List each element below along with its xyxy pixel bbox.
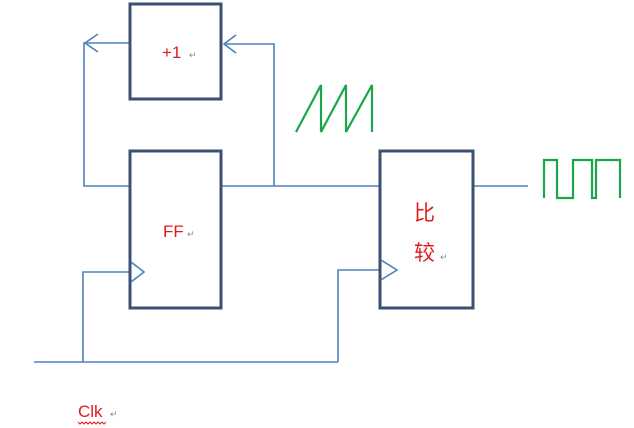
comparator-label-line2: 较 xyxy=(414,242,435,265)
clock-to-ff-wire xyxy=(82,271,130,362)
flipflop-clock-triangle-icon xyxy=(130,261,146,283)
comparator-clock-triangle-icon xyxy=(380,259,399,281)
flipflop-label: FF xyxy=(163,222,184,241)
increment-to-ff-wire xyxy=(83,42,130,187)
wires xyxy=(34,33,528,363)
paragraph-mark-icon: ↵ xyxy=(189,51,197,61)
square-waveform-icon xyxy=(542,158,622,200)
clock-label: Clk xyxy=(78,402,103,421)
flipflop-block: FF ↵ xyxy=(128,149,223,310)
ff-to-increment-wire xyxy=(224,43,275,186)
spellcheck-underline xyxy=(77,421,107,425)
paragraph-mark-icon: ↵ xyxy=(187,230,195,240)
feedback-arrowhead xyxy=(83,33,99,53)
clock-label-group: Clk ↵ xyxy=(77,402,118,425)
clock-to-comparator-wire xyxy=(337,269,380,362)
comparator-label-line1: 比 xyxy=(414,202,435,225)
increment-label: +1 xyxy=(162,43,181,62)
comparator-block: 比 较 ↵ xyxy=(378,149,475,310)
paragraph-mark-icon: ↵ xyxy=(110,410,118,420)
flipflop-box xyxy=(128,149,223,310)
increment-input-arrowhead xyxy=(222,34,237,54)
increment-box xyxy=(128,2,223,101)
paragraph-mark-icon: ↵ xyxy=(440,253,448,263)
increment-block: +1 ↵ xyxy=(128,2,223,101)
sawtooth-waveform-icon xyxy=(295,84,374,133)
comparator-box xyxy=(378,149,475,310)
